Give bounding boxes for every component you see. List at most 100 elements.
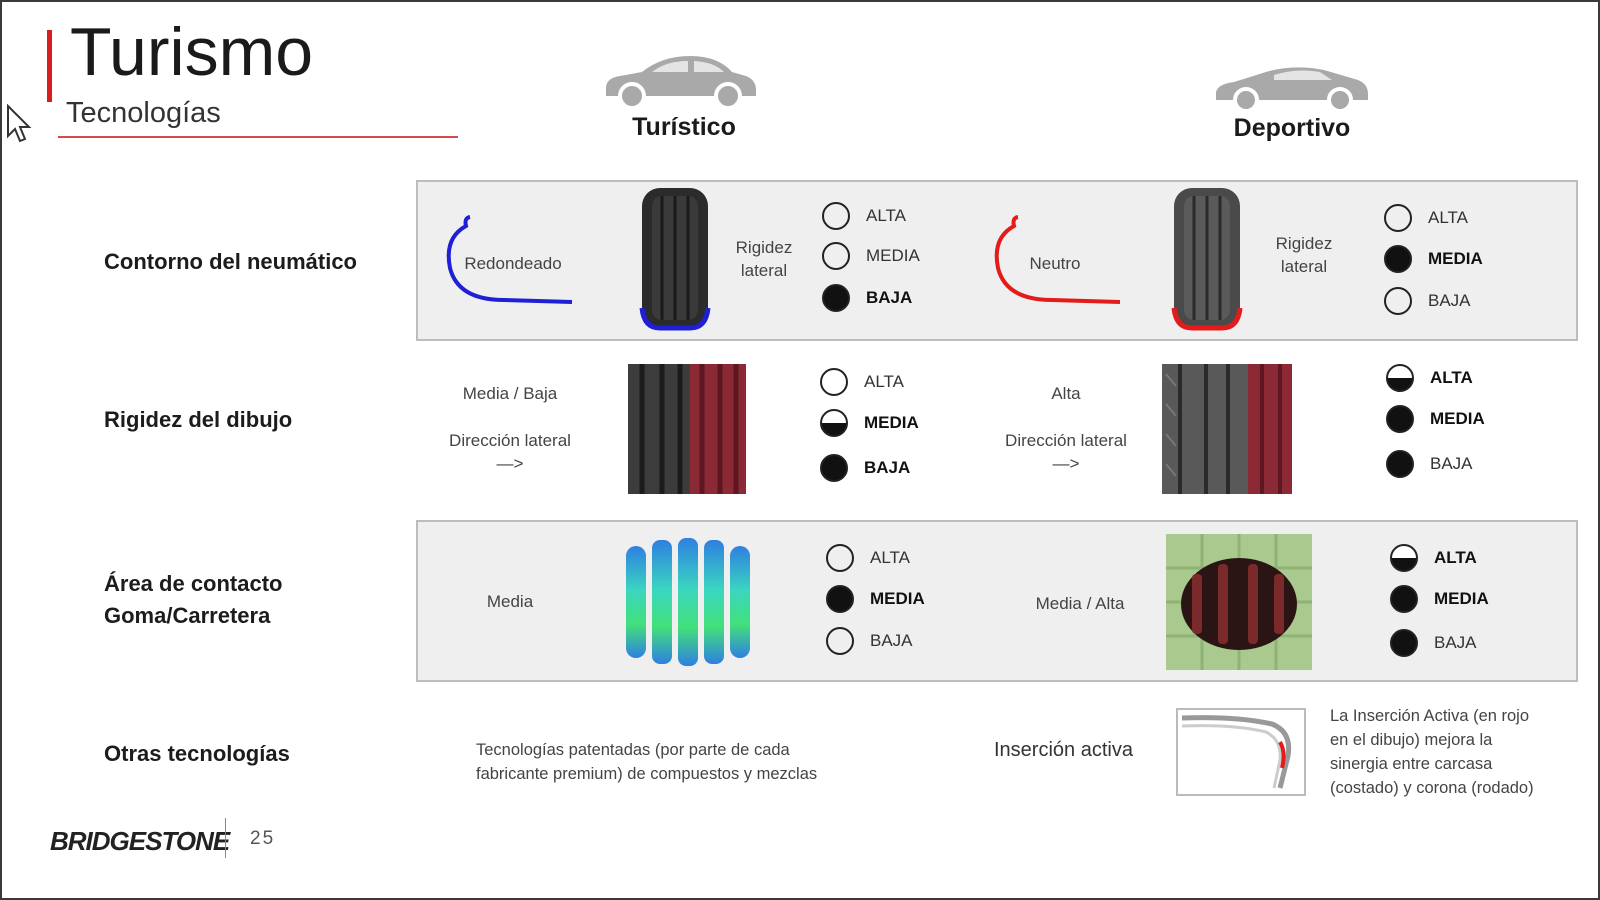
level-indicator-full [1386, 450, 1414, 478]
metric-line-1: Rigidez [735, 238, 793, 257]
level-baja: BAJA [1384, 280, 1483, 322]
description-line-2: fabricante premium) de compuestos y mezc… [476, 765, 818, 783]
level-indicator-empty [826, 627, 854, 655]
level-label: ALTA [1428, 208, 1468, 227]
contour-rounded-curve [446, 215, 573, 304]
level-indicator-full [826, 585, 854, 613]
level-indicator-empty [1384, 287, 1412, 315]
level-list-area-left: ALTA MEDIA BAJA [826, 538, 925, 662]
insert-note: La Inserción Activa (en rojo en el dibuj… [1330, 704, 1534, 800]
level-label: BAJA [1434, 633, 1477, 652]
metric-line-2: lateral [740, 261, 788, 280]
metric-line-1: Rigidez [1275, 234, 1333, 253]
description-line-1: Tecnologías patentadas (por parte de cad… [476, 741, 790, 759]
level-indicator-empty [826, 544, 854, 572]
level-indicator-empty [822, 242, 850, 270]
car-sport-icon [1216, 67, 1368, 110]
row-label-area: Área de contacto Goma/Carretera [104, 568, 283, 632]
bridgestone-logo: BRIDGESTONE [50, 826, 230, 856]
contour-right-metric: Rigidez lateral [1264, 232, 1344, 278]
arrow-right-icon: —> [1052, 454, 1080, 473]
slide-subtitle: Tecnologías [66, 97, 221, 129]
level-label: MEDIA [866, 246, 920, 265]
cursor-arrow-icon [7, 104, 32, 143]
title-accent-bar [47, 30, 52, 102]
level-label: ALTA [866, 206, 906, 225]
level-indicator-half [1390, 544, 1418, 572]
page-number: 25 [250, 828, 276, 849]
level-label: MEDIA [870, 589, 925, 608]
contour-left-metric: Rigidez lateral [724, 236, 804, 282]
row-label-contorno: Contorno del neumático [104, 249, 357, 274]
level-label: MEDIA [1430, 409, 1485, 428]
level-baja: BAJA [1390, 620, 1489, 666]
level-alta: ALTA [1386, 358, 1485, 398]
insert-note-line-3: sinergia entre carcasa [1330, 755, 1493, 773]
spacer [440, 405, 580, 429]
tire-icon [639, 188, 711, 331]
insert-label: Inserción activa [994, 739, 1133, 761]
level-alta: ALTA [826, 538, 925, 578]
level-label: BAJA [1428, 291, 1471, 310]
level-indicator-full [820, 454, 848, 482]
level-label: MEDIA [864, 413, 919, 432]
rigidez-left-value: Media / Baja [462, 384, 558, 403]
level-indicator-empty [822, 202, 850, 230]
contour-right-shape: Neutro [1029, 254, 1081, 273]
level-baja: BAJA [1386, 440, 1485, 488]
arrow-right-icon: —> [496, 454, 524, 473]
contour-left-shape: Redondeado [464, 254, 562, 273]
title-underline [58, 136, 458, 138]
level-media: MEDIA [820, 402, 919, 444]
level-list-rigidez-left: ALTA MEDIA BAJA [820, 362, 919, 492]
area-left-value: Media [486, 592, 534, 611]
contact-patch-image [626, 538, 750, 666]
rigidez-right-direction: Dirección lateral [1005, 431, 1127, 450]
spacer [996, 405, 1136, 429]
contact-patch-image [1166, 534, 1312, 670]
area-right-value: Media / Alta [1035, 594, 1125, 613]
level-baja: BAJA [820, 444, 919, 492]
level-indicator-full [1390, 585, 1418, 613]
row-label-line-1: Área de contacto [104, 571, 283, 596]
level-indicator-empty [820, 368, 848, 396]
band-area [416, 520, 1578, 682]
level-label: ALTA [870, 548, 910, 567]
rigidez-left-text: Media / Baja Dirección lateral —> [440, 382, 580, 475]
insert-note-line-4: (costado) y corona (rodado) [1330, 779, 1534, 797]
level-label: BAJA [870, 631, 913, 650]
column-label-deportivo: Deportivo [1233, 114, 1351, 142]
level-baja: BAJA [822, 276, 920, 320]
level-indicator-half [820, 409, 848, 437]
row-label-line-2: Goma/Carretera [104, 603, 271, 628]
level-indicator-empty [1384, 204, 1412, 232]
row-label-otras: Otras tecnologías [104, 741, 290, 766]
level-list-contorno-right: ALTA MEDIA BAJA [1384, 198, 1483, 322]
column-label-turistico: Turístico [632, 113, 736, 141]
level-label: ALTA [1430, 368, 1473, 387]
level-list-area-right: ALTA MEDIA BAJA [1390, 538, 1489, 666]
level-alta: ALTA [1390, 538, 1489, 578]
level-label: MEDIA [1428, 249, 1483, 268]
metric-line-2: lateral [1280, 257, 1328, 276]
level-indicator-full [1390, 629, 1418, 657]
contour-neutral-curve [994, 215, 1121, 304]
rigidez-left-direction: Dirección lateral [449, 431, 571, 450]
footer-divider [225, 818, 226, 858]
level-label: BAJA [866, 288, 913, 307]
rigidez-right-value: Alta [1051, 384, 1081, 403]
slide-title: Turismo [70, 14, 314, 90]
otras-description: Tecnologías patentadas (por parte de cad… [476, 738, 817, 786]
level-indicator-full [1386, 405, 1414, 433]
level-media: MEDIA [822, 236, 920, 276]
level-alta: ALTA [822, 196, 920, 236]
tread-pattern-image [1162, 364, 1292, 494]
tread-pattern-image [628, 364, 746, 494]
level-list-rigidez-right: ALTA MEDIA BAJA [1386, 358, 1485, 488]
row-label-rigidez: Rigidez del dibujo [104, 407, 293, 432]
car-sedan-icon [606, 56, 756, 108]
level-media: MEDIA [1384, 238, 1483, 280]
level-media: MEDIA [1386, 398, 1485, 440]
level-label: ALTA [864, 372, 904, 391]
insert-note-line-1: La Inserción Activa (en rojo [1330, 707, 1530, 725]
